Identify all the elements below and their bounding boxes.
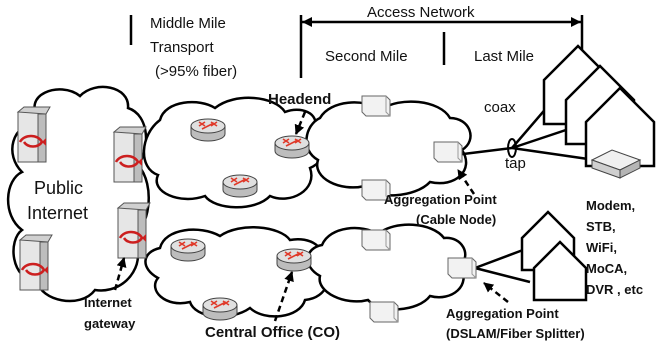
- tap-icon: [507, 138, 517, 158]
- cable-middle-mile-cloud: [142, 96, 327, 209]
- tap-label: tap: [505, 155, 526, 172]
- access-network-label: Access Network: [367, 4, 475, 21]
- devices-label-5: DVR , etc: [586, 282, 643, 297]
- headend-label: Headend: [268, 91, 331, 108]
- connection-lines: [454, 97, 596, 284]
- agg-cable-label-2: (Cable Node): [416, 212, 496, 227]
- public-internet-label-2: Internet: [27, 203, 88, 223]
- public-internet-label-1: Public: [34, 178, 83, 198]
- last-mile-label: Last Mile: [474, 48, 534, 65]
- access-network-arrow: [302, 17, 581, 27]
- central-office-label: Central Office (CO): [205, 324, 340, 341]
- devices-label-4: MoCA,: [586, 261, 627, 276]
- internet-gateway-label-2: gateway: [84, 316, 136, 331]
- house-icon: [542, 44, 656, 168]
- agg-dsl-label-2: (DSLAM/Fiber Splitter): [446, 326, 585, 341]
- agg-cable-label-1: Aggregation Point: [384, 192, 497, 207]
- middle-mile-label-1: Middle Mile: [150, 15, 226, 32]
- house-icon-dsl: [520, 210, 588, 302]
- coax-label: coax: [484, 99, 516, 116]
- middle-mile-label-2: Transport: [150, 39, 214, 56]
- agg-dsl-label-1: Aggregation Point: [446, 306, 559, 321]
- middle-mile-label-3: (>95% fiber): [155, 63, 237, 80]
- devices-label-1: Modem,: [586, 198, 635, 213]
- devices-label-3: WiFi,: [586, 240, 617, 255]
- modem-icon: [590, 149, 642, 179]
- annotation-arrows: [113, 111, 509, 322]
- devices-label-2: STB,: [586, 219, 616, 234]
- internet-gateway-label-1: Internet: [84, 295, 132, 310]
- second-mile-label: Second Mile: [325, 48, 408, 65]
